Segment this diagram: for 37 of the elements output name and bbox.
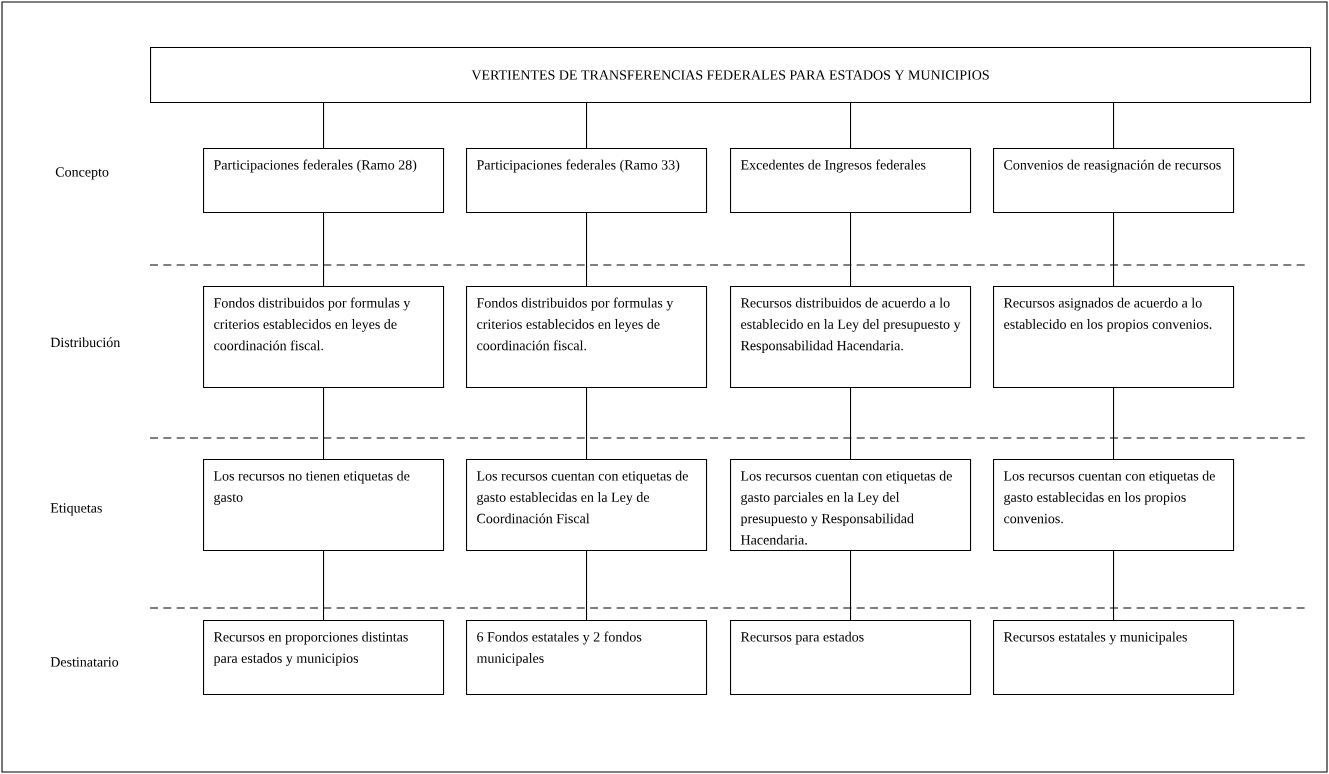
connector-line	[323, 550, 325, 621]
connector-line	[1113, 550, 1115, 621]
connector-line	[586, 102, 588, 149]
connector-line	[323, 212, 325, 287]
connector-line	[850, 387, 852, 460]
text-box: Excedentes de Ingresos federales	[730, 148, 972, 214]
connector-line	[850, 550, 852, 621]
connector-line	[1113, 212, 1115, 287]
row-label: Destinatario	[50, 657, 119, 667]
text-box: Recursos estatales y municipales	[993, 620, 1235, 696]
title-box: VERTIENTES DE TRANSFERENCIAS FEDERALES PARA ESTADOS Y MUNICIPIOS	[150, 47, 1312, 104]
text-box: Participaciones federales (Ramo 28)	[203, 148, 445, 214]
row-label: Distribución	[50, 337, 121, 348]
text-box: Fondos distribuidos por formulas y criterios establecidos en leyes de coordinación fiscal.	[466, 286, 708, 389]
text-box: Convenios de reasignación de recursos	[993, 148, 1235, 214]
text-box: Los recursos no tienen etiquetas de gasto	[203, 459, 445, 552]
connector-line	[850, 212, 852, 287]
text-box: Recursos en proporciones distintas para estados y municipios	[203, 620, 445, 696]
text-box: Participaciones federales (Ramo 33)	[466, 148, 708, 214]
connector-line	[586, 550, 588, 621]
connector-line	[323, 102, 325, 149]
row-label: Etiquetas	[50, 503, 102, 516]
connector-line	[850, 102, 852, 149]
connector-line	[323, 387, 325, 460]
row-label: Concepto	[55, 167, 109, 180]
text-box: Recursos para estados	[730, 620, 972, 696]
text-box: Recursos asignados de acuerdo a lo establecido en los propios convenios.	[993, 286, 1235, 389]
text-box: Los recursos cuentan con etiquetas de gasto establecidas en los propios convenios.	[993, 459, 1235, 552]
connector-line	[1113, 102, 1115, 149]
text-box: 6 Fondos estatales y 2 fondos municipales	[466, 620, 708, 696]
text-box: Los recursos cuentan con etiquetas de gasto establecidas en la Ley de Coordinación Fiscal	[466, 459, 708, 552]
connector-line	[586, 387, 588, 460]
text-box: Fondos distribuidos por formulas y criterios establecidos en leyes de coordinación fiscal.	[203, 286, 445, 389]
connector-line	[1113, 387, 1115, 460]
text-box: Recursos distribuidos de acuerdo a lo establecido en la Ley del presupuesto y Responsabilidad Hacendaria.	[730, 286, 972, 389]
text-box: Los recursos cuentan con etiquetas de gasto parciales en la Ley del presupuesto y Responsabilidad Hacendaria.	[730, 459, 972, 552]
connector-line	[586, 212, 588, 287]
